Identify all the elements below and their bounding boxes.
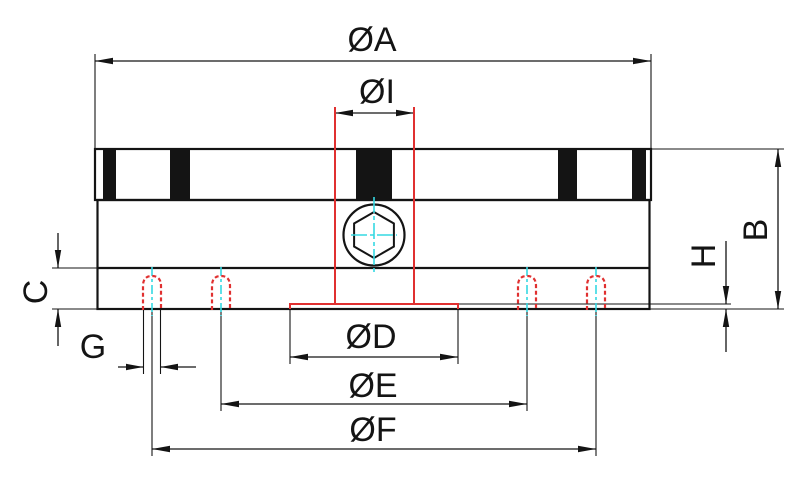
stud-hole-3 [516,274,538,310]
bottom-recess [289,303,459,309]
dim-label-outer-diameter: ØA [347,21,397,59]
stud-hole-1 [141,274,163,310]
dim-label-bore-diameter: ØI [359,73,395,111]
dim-label-recess-diameter: ØD [345,318,397,356]
arrowheads [54,57,782,453]
dim-label-outer-bolt-circle: ØF [349,411,397,449]
stud-hole-2 [210,274,232,310]
highlighted-features [141,107,607,310]
section-bars [103,149,646,200]
dim-label-recess-depth: H [685,243,723,269]
extension-lines [52,54,784,456]
dim-label-inner-bolt-circle: ØE [348,367,398,405]
stud-holes [141,274,607,310]
stud-hole-4 [585,274,607,310]
dimension-lines [57,60,779,450]
centerlines [151,197,597,316]
dim-label-total-height: B [737,218,775,242]
dim-label-stud-hole-width: G [79,328,107,366]
dim-label-flange-thickness: C [17,279,55,305]
